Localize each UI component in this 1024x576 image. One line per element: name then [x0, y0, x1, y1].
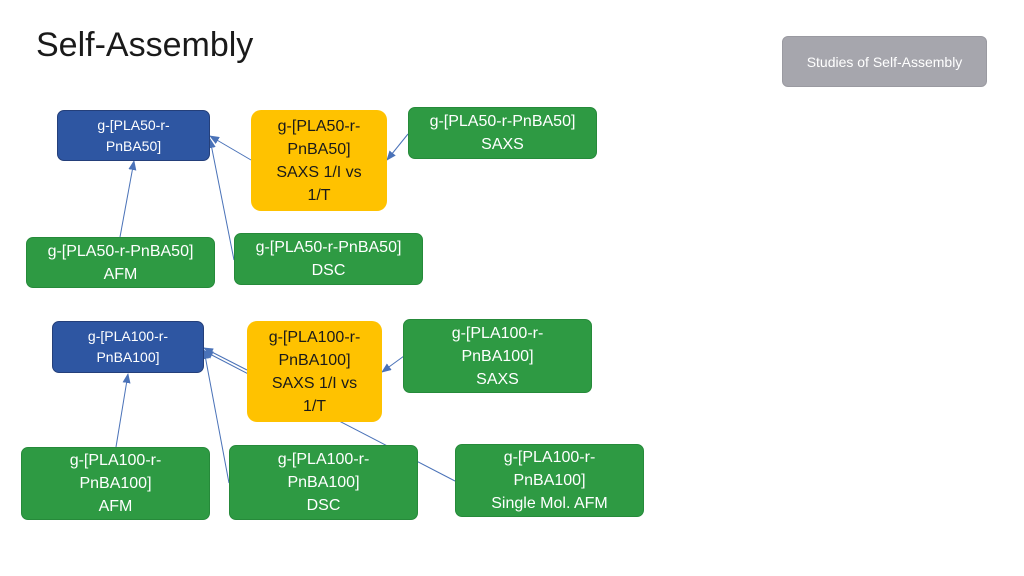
node-pla50-dsc[interactable]: g-[PLA50-r-PnBA50] DSC [234, 233, 423, 285]
arrow-afm50-to-main50 [119, 160, 137, 238]
arrow-dsc100-to-main100 [201, 349, 230, 484]
studies-of-self-assembly-button[interactable]: Studies of Self-Assembly [782, 36, 987, 87]
arrow-saxsvs50-to-main50 [209, 135, 252, 161]
node-pla50-saxs[interactable]: g-[PLA50-r-PnBA50] SAXS [408, 107, 597, 159]
node-pla100-single-mol-afm[interactable]: g-[PLA100-r- PnBA100] Single Mol. AFM [455, 444, 644, 517]
arrow-dsc50-to-main50 [207, 138, 235, 261]
node-pla100-saxs-vs-t[interactable]: g-[PLA100-r- PnBA100] SAXS 1/I vs 1/T [247, 321, 382, 422]
arrow-saxs50-to-saxsvs50 [386, 133, 409, 161]
arrow-saxs100-to-saxsvs100 [381, 355, 405, 373]
node-pla100-saxs[interactable]: g-[PLA100-r- PnBA100] SAXS [403, 319, 592, 393]
node-pla50-main[interactable]: g-[PLA50-r- PnBA50] [57, 110, 210, 161]
node-pla50-saxs-vs-t[interactable]: g-[PLA50-r- PnBA50] SAXS 1/I vs 1/T [251, 110, 387, 211]
node-pla100-afm[interactable]: g-[PLA100-r- PnBA100] AFM [21, 447, 210, 520]
page-title: Self-Assembly [36, 26, 254, 64]
arrow-saxsvs100-to-main100 [203, 347, 248, 371]
arrow-afm100-to-main100 [115, 373, 131, 448]
node-pla100-main[interactable]: g-[PLA100-r- PnBA100] [52, 321, 204, 373]
node-pla100-dsc[interactable]: g-[PLA100-r- PnBA100] DSC [229, 445, 418, 520]
node-pla50-afm[interactable]: g-[PLA50-r-PnBA50] AFM [26, 237, 215, 288]
